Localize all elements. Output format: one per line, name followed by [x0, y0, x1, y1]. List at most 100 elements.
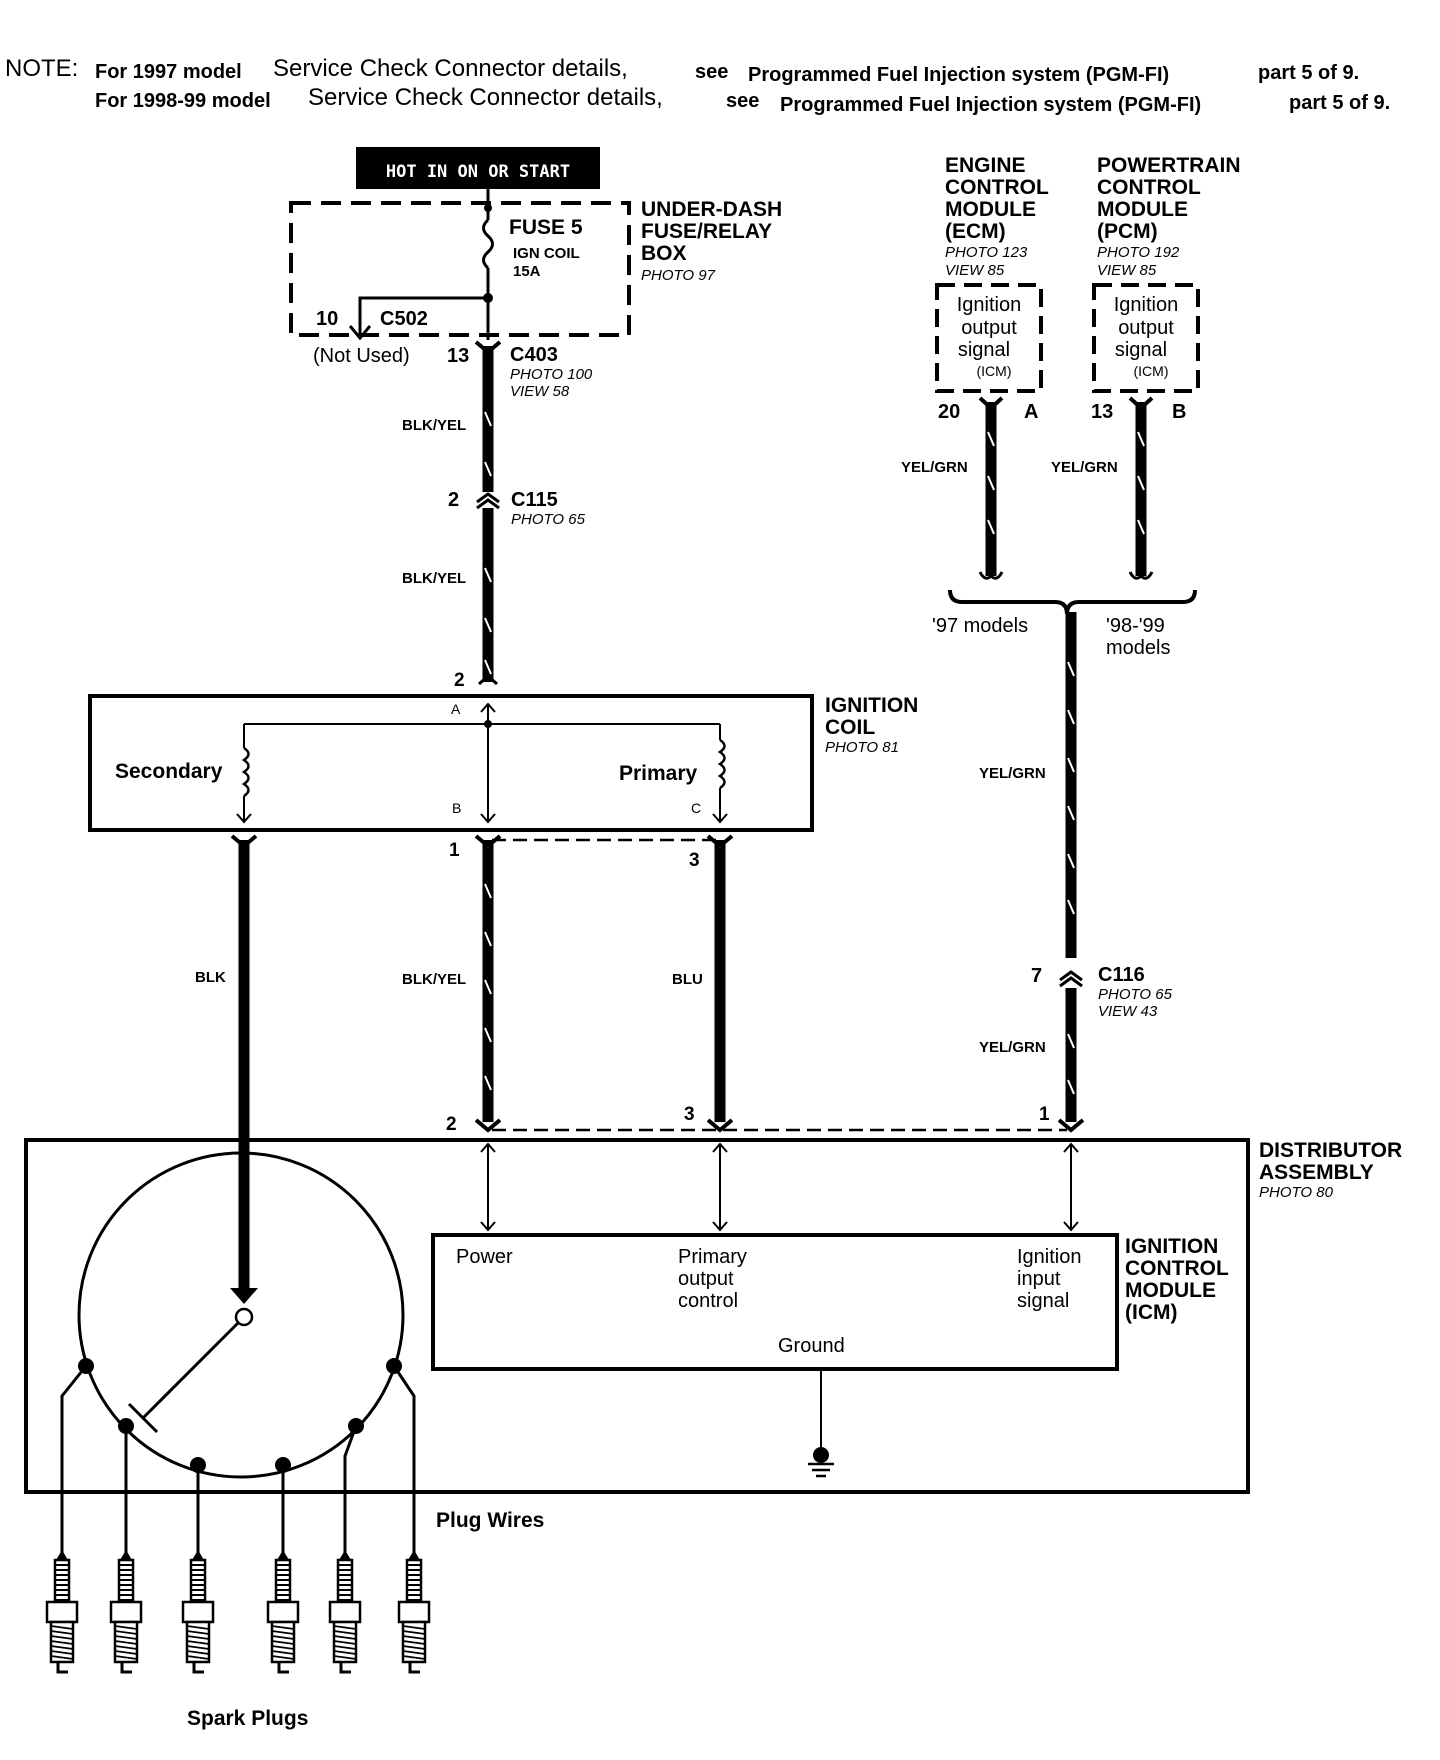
icm-title-2: CONTROL [1125, 1257, 1229, 1280]
note-line2-e: part 5 of 9. [1289, 92, 1390, 114]
c403-view: VIEW 58 [510, 383, 570, 400]
icm-box [431, 1233, 1119, 1371]
connector-c403-label: C403 [510, 344, 558, 366]
distributor-box [24, 1138, 1250, 1494]
icm-input-1: Ignition [1017, 1246, 1082, 1268]
fuse-box-title-1: UNDER-DASH [641, 198, 782, 221]
spark-plug-icon [45, 1550, 79, 1674]
primary-winding-icon [717, 738, 726, 790]
pcm-sig-4: (ICM) [1134, 363, 1169, 379]
ecm-sig-2: output [961, 317, 1017, 339]
secondary-label: Secondary [115, 760, 223, 783]
pcm-view: VIEW 85 [1097, 262, 1157, 279]
connector-c116-label: C116 [1098, 964, 1145, 986]
c116-photo: PHOTO 65 [1098, 986, 1173, 1003]
c116-view: VIEW 43 [1098, 1003, 1158, 1020]
plug-wire [60, 1365, 88, 1555]
models-98-99-line1: '98-'99 [1106, 615, 1165, 637]
coil-input-pin: 2 [454, 670, 465, 691]
c403-photo: PHOTO 100 [510, 366, 593, 383]
primary-label: Primary [619, 762, 698, 785]
fuse-5-symbol [482, 218, 494, 270]
connector-c115-symbol [476, 492, 500, 510]
coil-terminal-a: A [451, 701, 461, 717]
ecm-photo: PHOTO 123 [945, 244, 1028, 261]
icm-primary-2: output [678, 1268, 734, 1290]
models-97: '97 models [932, 615, 1028, 637]
spark-plugs-label: Spark Plugs [187, 1707, 308, 1730]
spark-plug-icon [181, 1550, 215, 1674]
icm-title-1: IGNITION [1125, 1235, 1218, 1258]
secondary-winding-icon [241, 746, 250, 798]
ground-icon [808, 1447, 834, 1478]
spark-plug-icon [266, 1550, 300, 1674]
wire-label-blu: BLU [672, 971, 703, 988]
c116-pin: 7 [1031, 965, 1042, 987]
ignition-coil-title-1: IGNITION [825, 694, 918, 717]
wire-label-blk-yel-2: BLK/YEL [402, 570, 466, 587]
distributor-pin-3: 3 [684, 1104, 695, 1125]
ecm-title-4: (ECM) [945, 220, 1006, 243]
coil-pin-c: 3 [689, 850, 700, 871]
powertrain-control-module: POWERTRAIN CONTROL MODULE (PCM) PHOTO 19… [1051, 154, 1241, 580]
spark-plug-icon [328, 1550, 362, 1674]
ecm-box [935, 283, 1043, 393]
ecm-pin: 20 [938, 401, 960, 423]
note-line1-c: see [695, 61, 728, 83]
icm-primary-3: control [678, 1290, 738, 1312]
ecm-title-2: CONTROL [945, 176, 1049, 199]
note-line1-a: For 1997 model [95, 61, 242, 83]
note-line1-link[interactable]: Programmed Fuel Injection system (PGM-FI… [748, 64, 1169, 86]
ecm-sig-1: Ignition [957, 294, 1022, 316]
under-dash-fuse-relay-box: FUSE 5 IGN COIL 15A UNDER-DASH FUSE/RELA… [289, 189, 782, 367]
pcm-pin: 13 [1091, 401, 1113, 423]
ecm-sig-3: signal [958, 339, 1010, 361]
pcm-title-4: (PCM) [1097, 220, 1158, 243]
rotor-center [234, 1307, 254, 1327]
wire-label-yel-grn-low: YEL/GRN [979, 1039, 1046, 1056]
icm-title-4: (ICM) [1125, 1301, 1177, 1324]
distributor-title-2: ASSEMBLY [1259, 1161, 1374, 1184]
wire-label-yel-grn-ecm: YEL/GRN [901, 459, 968, 476]
pcm-title-1: POWERTRAIN [1097, 154, 1241, 177]
model-selection-brace: '97 models '98-'99 models YEL/GRN [932, 589, 1197, 958]
upper-blk-yel-harness: 13 C403 PHOTO 100 VIEW 58 BLK/YEL 2 C115… [402, 340, 593, 691]
coil-to-distributor-wires: BLK BLK/YEL 1 BLU 3 [195, 834, 734, 1290]
note-line1-b: Service Check Connector details, [273, 55, 628, 82]
fuse-box-title-3: BOX [641, 242, 687, 265]
wire-label-blk: BLK [195, 969, 226, 986]
ecm-title-3: MODULE [945, 198, 1036, 221]
spark-plug-icon [109, 1550, 143, 1674]
plug-wire [392, 1365, 416, 1555]
engine-control-module: ENGINE CONTROL MODULE (ECM) PHOTO 123 VI… [901, 154, 1049, 580]
fuse-name: FUSE 5 [509, 216, 583, 239]
icm-input-3: signal [1017, 1290, 1069, 1312]
ignition-control-module: Power Primary output control Ignition in… [431, 1233, 1229, 1478]
fuse-rating: 15A [513, 263, 541, 280]
coil-terminal-b: B [452, 800, 461, 816]
plug-wires-group [60, 1365, 416, 1555]
fuse-box-title-2: FUSE/RELAY [641, 220, 772, 243]
ecm-sig-4: (ICM) [977, 363, 1012, 379]
pcm-letter: B [1172, 401, 1186, 423]
pcm-sig-1: Ignition [1114, 294, 1179, 316]
plug-wire [343, 1425, 358, 1555]
ignition-coil-box [88, 694, 814, 832]
connector-c116: 7 C116 PHOTO 65 VIEW 43 YEL/GRN [979, 964, 1173, 1122]
icm-input-2: input [1017, 1268, 1061, 1290]
icm-power-label: Power [456, 1246, 513, 1268]
fuse-box-photo: PHOTO 97 [641, 267, 716, 284]
wire-label-blk-yel-1: BLK/YEL [402, 417, 466, 434]
note-prefix: NOTE: [5, 55, 78, 82]
distributor-pin-2: 2 [446, 1114, 457, 1135]
pcm-title-3: MODULE [1097, 198, 1188, 221]
ignition-coil-title-2: COIL [825, 716, 875, 739]
wire-label-yel-grn-main: YEL/GRN [979, 765, 1046, 782]
connector-c502-label: C502 [380, 308, 428, 330]
coil-pin-b: 1 [449, 840, 460, 861]
fuse-desc: IGN COIL [513, 245, 580, 262]
note-line2-c: see [726, 90, 759, 112]
ignition-coil: A B C Secondary Primary IGNITION COIL PH… [88, 694, 918, 832]
note-line2-link[interactable]: Programmed Fuel Injection system (PGM-FI… [780, 94, 1201, 116]
